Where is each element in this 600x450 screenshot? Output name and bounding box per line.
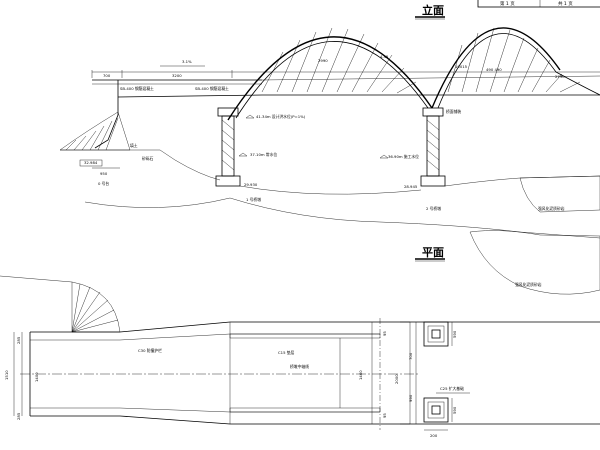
arch-top-right: 19015 <box>455 64 468 69</box>
c25-label: C25 扩大基础 <box>440 386 464 391</box>
dim-1510: 1510 <box>4 370 9 380</box>
construction-water: 36.90m 施工水位 <box>388 154 419 159</box>
dim-grade: 3.1% <box>182 59 192 64</box>
dim-590-top: 590 <box>452 330 457 338</box>
pier-1: 29.930 1 号桥墩 41.34m 设计洪水位(P=1%) 37.10m 常… <box>215 107 306 202</box>
dim-700: 700 <box>408 352 413 360</box>
pier-2: 28.945 2 号桥墩 36.90m 施工水位 桥面铺装 <box>379 107 461 211</box>
rock-hatch-2: 强风化泥质砂岩 <box>469 230 600 295</box>
normal-water: 37.10m 常水位 <box>250 152 277 157</box>
dim-1460: 1460 <box>358 370 363 380</box>
soil-label: 填土 <box>130 143 138 148</box>
c15-label: C15 垫层 <box>278 350 294 355</box>
design-water: 41.34m 设计洪水位(P=1%) <box>256 114 306 119</box>
dim-285-bottom: 285 <box>16 412 21 420</box>
abutment-label: 0 号台 <box>98 181 109 186</box>
dim-590-bottom: 590 <box>452 406 457 414</box>
dim-200: 200 <box>430 433 438 438</box>
pier2-elev: 28.945 <box>404 184 418 189</box>
title-box-total: 共 1 页 <box>558 0 573 7</box>
foundation-detail: 2000 700 990 590 590 200 C25 扩大基础 <box>394 321 470 438</box>
pier1-elev: 29.930 <box>244 182 258 187</box>
deck-girder: SB-400 钢筋混凝土 SB-400 钢筋混凝土 <box>92 75 600 100</box>
title-box-page: 第 1 页 <box>500 0 515 7</box>
bearing-label: 桥面铺装 <box>446 109 461 114</box>
deck-label-mid: SB-400 钢筋混凝土 <box>195 86 229 91</box>
top-dimension-line: 700 3200 3.1% <box>91 59 600 78</box>
elevation-title: 立面 <box>415 3 445 20</box>
pier1-label: 1 号桥墩 <box>246 197 261 202</box>
dim-small-bottom: 95 <box>382 413 387 418</box>
dim-3200: 3200 <box>172 73 182 78</box>
arch-structure: 2990 4.45 19015 490 490 2790 <box>227 27 600 121</box>
c30-label: C30 防撞护栏 <box>138 348 162 353</box>
center-label: 桥墩中轴线 <box>290 364 309 369</box>
dim-950: 950 <box>100 171 108 176</box>
arch-span-left: 2990 <box>318 58 328 63</box>
right-seg: 2790 <box>555 74 565 79</box>
dim-1400: 1400 <box>34 372 39 382</box>
rock-label-1: 强风化泥质砂岩 <box>538 206 565 211</box>
dim-990: 990 <box>408 394 413 402</box>
backfill-label: 砂砾石 <box>142 156 154 161</box>
dim-2000: 2000 <box>394 374 399 384</box>
elevation-title-text: 立面 <box>422 3 444 17</box>
rock-label-2: 强风化泥质砂岩 <box>515 282 542 287</box>
ground-profile <box>84 159 600 239</box>
abutment-0: 32.984 填土 砂砾石 950 0 号台 <box>59 100 176 186</box>
dim-700: 700 <box>103 73 111 78</box>
deck-label-left: SB-400 钢筋混凝土 <box>120 86 154 91</box>
abutment-elev: 32.984 <box>84 160 98 165</box>
title-block: 第 1 页 共 1 页 <box>477 0 600 8</box>
plan-title-text: 平面 <box>422 246 444 259</box>
dim-285-top: 285 <box>16 336 21 344</box>
rock-hatch-1: 强风化泥质砂岩 <box>519 175 600 213</box>
arch-right-span: 490 490 <box>486 67 502 72</box>
plan-view: 1510 285 285 1400 C30 防撞护栏 C15 垫层 桥墩中轴线 … <box>0 275 600 430</box>
pier2-label: 2 号桥墩 <box>426 206 441 211</box>
plan-title: 平面 <box>415 246 445 262</box>
dim-small-top: 95 <box>382 331 387 336</box>
arch-rise: 4.45 <box>380 54 389 59</box>
